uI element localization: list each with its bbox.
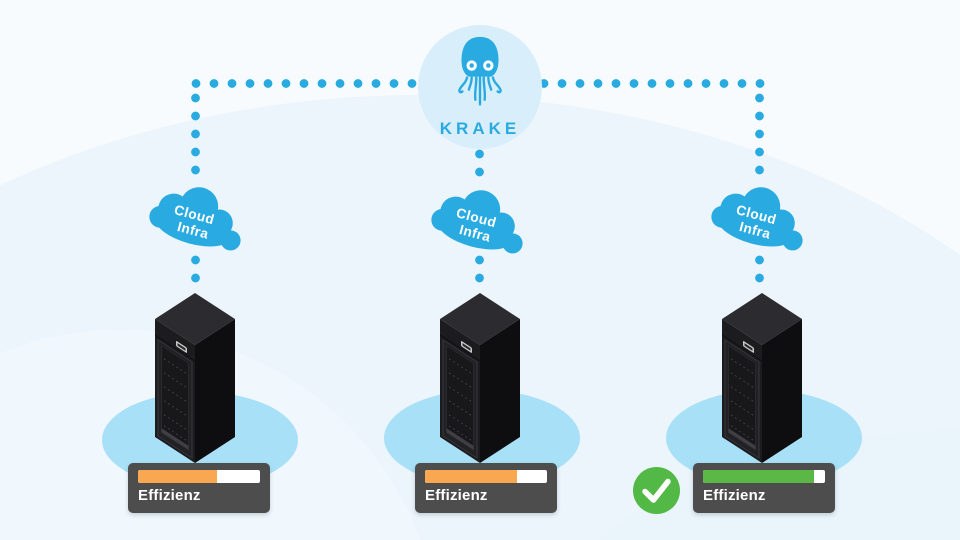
hub-label: KRAKE xyxy=(439,119,521,138)
kraken-icon xyxy=(458,36,502,106)
efficiency-panel-3: Effizienz xyxy=(693,463,835,513)
krake-hub: KRAKE xyxy=(418,25,542,149)
connector-cloud1-server xyxy=(191,251,200,287)
connector-right-down xyxy=(755,89,764,179)
connector-cloud2-server xyxy=(475,251,484,287)
efficiency-track-2 xyxy=(425,470,547,483)
connector-center-down xyxy=(475,145,484,181)
efficiency-panel-1: Effizienz xyxy=(128,463,270,513)
cloud-infra-3: Cloud Infra xyxy=(711,187,803,251)
efficiency-fill-2 xyxy=(425,470,517,483)
efficiency-panel-2: Effizienz xyxy=(415,463,557,513)
connector-top-right xyxy=(535,79,769,88)
efficiency-track-3 xyxy=(703,470,825,483)
server-rack-1 xyxy=(155,293,235,463)
efficiency-label-3: Effizienz xyxy=(703,487,766,504)
server-rack-3 xyxy=(722,293,802,463)
connector-top-left xyxy=(187,79,421,88)
efficiency-fill-3 xyxy=(703,470,815,483)
connector-cloud3-server xyxy=(755,251,764,287)
efficiency-label-2: Effizienz xyxy=(425,487,488,504)
checkmark-icon xyxy=(633,467,680,514)
server-rack-2 xyxy=(440,293,520,463)
efficiency-fill-1 xyxy=(138,470,218,483)
connector-left-down xyxy=(191,89,200,179)
efficiency-track-1 xyxy=(138,470,260,483)
cloud-infra-2: Cloud Infra xyxy=(431,190,523,254)
efficiency-label-1: Effizienz xyxy=(138,487,201,504)
cloud-infra-1: Cloud Infra xyxy=(149,187,241,251)
